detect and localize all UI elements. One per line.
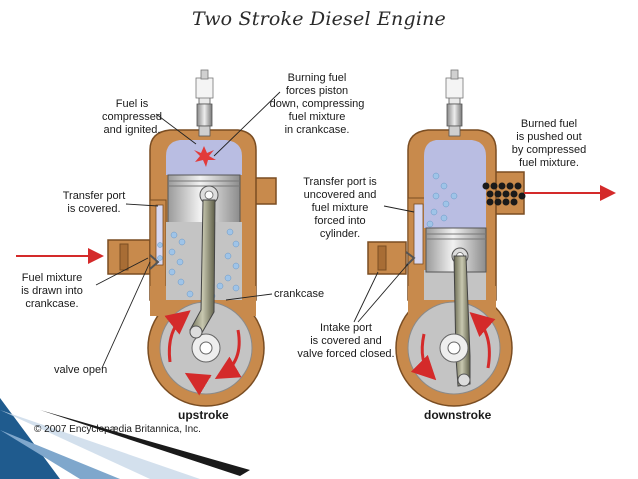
slide-corner-accent — [0, 398, 250, 479]
rotation-arrow-icon — [164, 310, 191, 363]
right-engine — [367, 69, 616, 407]
label-valve-open: valve open — [54, 364, 108, 376]
label-burned-fuel: Burned fuel is pushed out by compressed … — [511, 118, 587, 169]
leader-lines — [95, 91, 415, 369]
left-engine — [16, 69, 277, 407]
burned-fuel-dots — [482, 182, 526, 206]
caption-downstroke: downstroke — [424, 408, 492, 422]
label-crankcase: crankcase — [274, 288, 325, 300]
intake-pipe — [107, 239, 151, 275]
ignition-spark-icon — [194, 146, 216, 167]
slide-title: Two Stroke Diesel Engine — [192, 8, 446, 30]
label-burning-fuel: Burning fuel forces piston down, compres… — [269, 72, 365, 136]
label-fuel-compressed: Fuel is compressed and ignited. — [102, 98, 162, 136]
cylinder-gas — [424, 140, 486, 228]
label-transfer-port-covered: Transfer port is covered. — [62, 190, 126, 215]
copyright-notice: © 2007 Encyclopædia Britannica, Inc. — [34, 424, 201, 435]
rotation-arrow-icon — [410, 333, 437, 381]
label-intake-port: Intake port is covered and valve forced … — [297, 322, 395, 360]
spark-plug-icon — [446, 103, 463, 127]
caption-upstroke: upstroke — [178, 408, 229, 422]
intake-pipe-right — [367, 241, 407, 275]
intake-valve — [149, 254, 160, 270]
exhaust-port — [253, 177, 277, 205]
label-transfer-port-uncovered: Transfer port is uncovered and fuel mixt… — [303, 176, 377, 240]
label-fuel-drawn: Fuel mixture is drawn into crankcase. — [21, 272, 83, 310]
spark-plug-icon — [196, 103, 213, 127]
